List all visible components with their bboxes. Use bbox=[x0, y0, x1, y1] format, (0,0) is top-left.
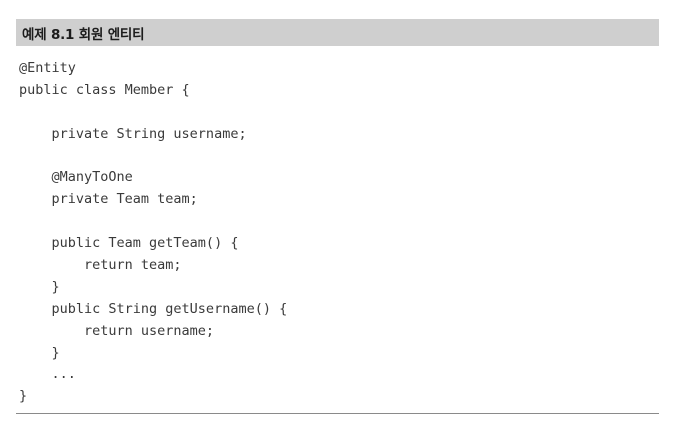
code-line: return team; bbox=[19, 257, 182, 274]
code-line: } bbox=[19, 344, 60, 361]
code-line bbox=[16, 102, 659, 124]
code-line: @ManyToOne bbox=[19, 169, 133, 186]
code-line: public Team getTeam() { bbox=[19, 235, 239, 252]
code-block: @Entity public class Member { private Str… bbox=[16, 58, 659, 408]
code-line: return username; bbox=[19, 322, 215, 339]
code-line: @Entity bbox=[19, 60, 76, 76]
code-line: private Team team; bbox=[19, 191, 198, 208]
bottom-rule bbox=[16, 413, 659, 414]
code-line: public String getUsername() { bbox=[19, 300, 288, 317]
code-line: } bbox=[19, 388, 28, 405]
code-line bbox=[16, 146, 659, 168]
code-listing: 예제 8.1 회원 엔티티 @Entity public class Member… bbox=[16, 19, 659, 417]
code-line: private String username; bbox=[19, 125, 247, 142]
code-line bbox=[16, 211, 659, 233]
listing-caption-bar: 예제 8.1 회원 엔티티 bbox=[16, 19, 659, 46]
code-line: public class Member { bbox=[19, 81, 190, 98]
code-line: } bbox=[19, 278, 60, 295]
code-line: ... bbox=[19, 366, 76, 383]
listing-caption: 예제 8.1 회원 엔티티 bbox=[22, 26, 145, 43]
